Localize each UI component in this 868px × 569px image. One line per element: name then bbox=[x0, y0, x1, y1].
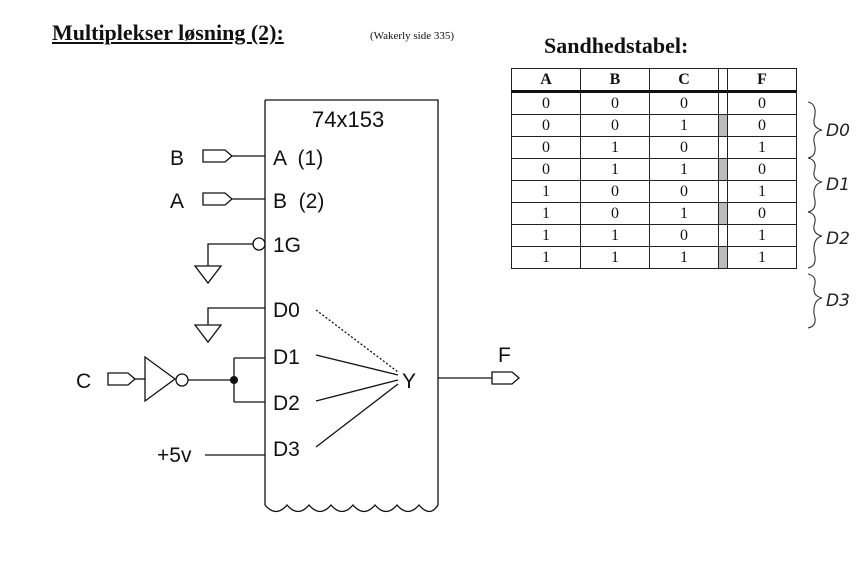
input-label-c: C bbox=[76, 370, 91, 393]
brace-label-d1: D1 bbox=[826, 175, 850, 195]
chip-name: 74x153 bbox=[312, 107, 384, 132]
table-row: 1 0 1 0 bbox=[511, 202, 797, 225]
cell-spacer bbox=[718, 158, 728, 181]
cell-c: 1 bbox=[649, 246, 719, 269]
cell-a: 0 bbox=[511, 158, 581, 181]
input-label-vcc: +5v bbox=[157, 444, 192, 467]
table-row: 0 1 0 1 bbox=[511, 136, 797, 159]
brace-d1 bbox=[807, 157, 823, 213]
cell-c: 0 bbox=[649, 180, 719, 203]
brace-label-d2: D2 bbox=[826, 229, 850, 249]
cell-f: 0 bbox=[727, 114, 797, 137]
ground-symbol-d0 bbox=[193, 324, 223, 344]
brace-d2 bbox=[807, 211, 823, 269]
table-row: 1 1 0 1 bbox=[511, 224, 797, 247]
reference-note: (Wakerly side 335) bbox=[370, 30, 455, 42]
inverter-gate bbox=[144, 355, 177, 403]
cell-c: 0 bbox=[649, 224, 719, 247]
cell-a: 1 bbox=[511, 224, 581, 247]
cell-c: 1 bbox=[649, 114, 719, 137]
cell-a: 0 bbox=[511, 136, 581, 159]
cell-c: 0 bbox=[649, 91, 719, 115]
cell-spacer bbox=[718, 114, 728, 137]
page-title: Multiplekser løsning (2): bbox=[52, 20, 284, 45]
header-c: C bbox=[649, 68, 719, 93]
cell-f: 0 bbox=[727, 158, 797, 181]
pin-d2: D2 bbox=[273, 392, 300, 415]
input-connector-c bbox=[107, 372, 136, 386]
pin-b2: B (2) bbox=[273, 190, 324, 213]
cell-b: 0 bbox=[580, 202, 650, 225]
cell-b: 0 bbox=[580, 114, 650, 137]
brace-label-d0: D0 bbox=[826, 121, 850, 141]
cell-a: 1 bbox=[511, 202, 581, 225]
pin-d1: D1 bbox=[273, 346, 300, 369]
pin-d0: D0 bbox=[273, 299, 300, 322]
cell-c: 0 bbox=[649, 136, 719, 159]
header-a: A bbox=[511, 68, 581, 93]
chip-wavy-bottom bbox=[264, 503, 439, 513]
cell-c: 1 bbox=[649, 202, 719, 225]
chip-body bbox=[264, 99, 439, 505]
output-label-f: F bbox=[498, 344, 511, 367]
cell-c: 1 bbox=[649, 158, 719, 181]
pin-1g: 1G bbox=[273, 234, 301, 257]
inverter-bubble bbox=[175, 373, 189, 387]
brace-label-d3: D3 bbox=[826, 291, 850, 311]
cell-f: 0 bbox=[727, 91, 797, 115]
input-label-b: B bbox=[170, 147, 184, 170]
table-row: 0 1 1 0 bbox=[511, 158, 797, 181]
cell-spacer bbox=[718, 224, 728, 247]
cell-spacer bbox=[718, 91, 728, 115]
cell-f: 1 bbox=[727, 246, 797, 269]
cell-f: 0 bbox=[727, 202, 797, 225]
table-row: 0 0 1 0 bbox=[511, 114, 797, 137]
input-connector-b bbox=[202, 149, 233, 163]
pin-y: Y bbox=[402, 370, 416, 393]
cell-a: 0 bbox=[511, 91, 581, 115]
truth-table: A B C F 0 0 0 0 0 0 1 0 0 1 0 1 bbox=[511, 68, 797, 269]
cell-a: 1 bbox=[511, 180, 581, 203]
header-spacer bbox=[718, 68, 728, 93]
output-connector-f bbox=[491, 371, 520, 385]
brace-d3 bbox=[807, 273, 823, 329]
truth-table-title: Sandhedstabel: bbox=[544, 33, 689, 58]
enable-bubble bbox=[252, 237, 266, 251]
cell-a: 1 bbox=[511, 246, 581, 269]
cell-b: 1 bbox=[580, 136, 650, 159]
truth-table-header: A B C F bbox=[511, 68, 797, 93]
table-row: 1 0 0 1 bbox=[511, 180, 797, 203]
cell-spacer bbox=[718, 202, 728, 225]
junction-dot bbox=[230, 376, 238, 384]
cell-b: 1 bbox=[580, 224, 650, 247]
table-row: 0 0 0 0 bbox=[511, 91, 797, 115]
cell-b: 0 bbox=[580, 91, 650, 115]
cell-spacer bbox=[718, 136, 728, 159]
input-label-a: A bbox=[170, 190, 184, 213]
header-f: F bbox=[727, 68, 797, 93]
header-b: B bbox=[580, 68, 650, 93]
cell-b: 1 bbox=[580, 158, 650, 181]
cell-f: 1 bbox=[727, 136, 797, 159]
cell-b: 1 bbox=[580, 246, 650, 269]
cell-f: 1 bbox=[727, 180, 797, 203]
cell-f: 1 bbox=[727, 224, 797, 247]
pin-d3: D3 bbox=[273, 438, 300, 461]
brace-d0 bbox=[807, 101, 823, 159]
ground-symbol-g bbox=[193, 265, 223, 285]
cell-a: 0 bbox=[511, 114, 581, 137]
cell-spacer bbox=[718, 246, 728, 269]
table-row: 1 1 1 1 bbox=[511, 246, 797, 269]
cell-spacer bbox=[718, 180, 728, 203]
pin-a1: A (1) bbox=[273, 147, 323, 170]
cell-b: 0 bbox=[580, 180, 650, 203]
input-connector-a bbox=[202, 192, 233, 206]
